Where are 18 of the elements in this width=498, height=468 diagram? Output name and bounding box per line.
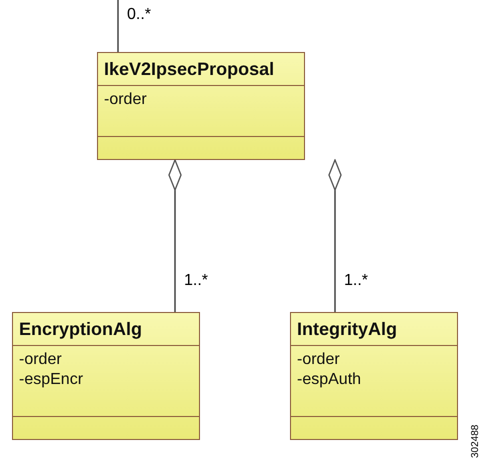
multiplicity-label: 1..*: [344, 272, 368, 290]
class-box: [12, 312, 200, 440]
attribute-text: -espAuth: [297, 370, 362, 390]
attribute-text: -espEncr: [19, 370, 84, 390]
attribute-text: -order: [19, 350, 62, 370]
class-name: IkeV2IpsecProposal: [98, 53, 304, 86]
association-line: [117, 0, 119, 52]
figure-id: 302488: [470, 424, 481, 458]
multiplicity-label: 0..*: [127, 6, 152, 24]
attribute-text: -order: [297, 350, 340, 370]
class-name: EncryptionAlg: [13, 313, 199, 346]
class-box: [97, 52, 305, 160]
attribute-text: -order: [104, 90, 147, 110]
class-box: [290, 312, 458, 440]
multiplicity-label: 1..*: [184, 272, 208, 290]
class-name: IntegrityAlg: [291, 313, 457, 346]
aggregation-line: [328, 159, 342, 312]
aggregation-line: [168, 159, 182, 312]
